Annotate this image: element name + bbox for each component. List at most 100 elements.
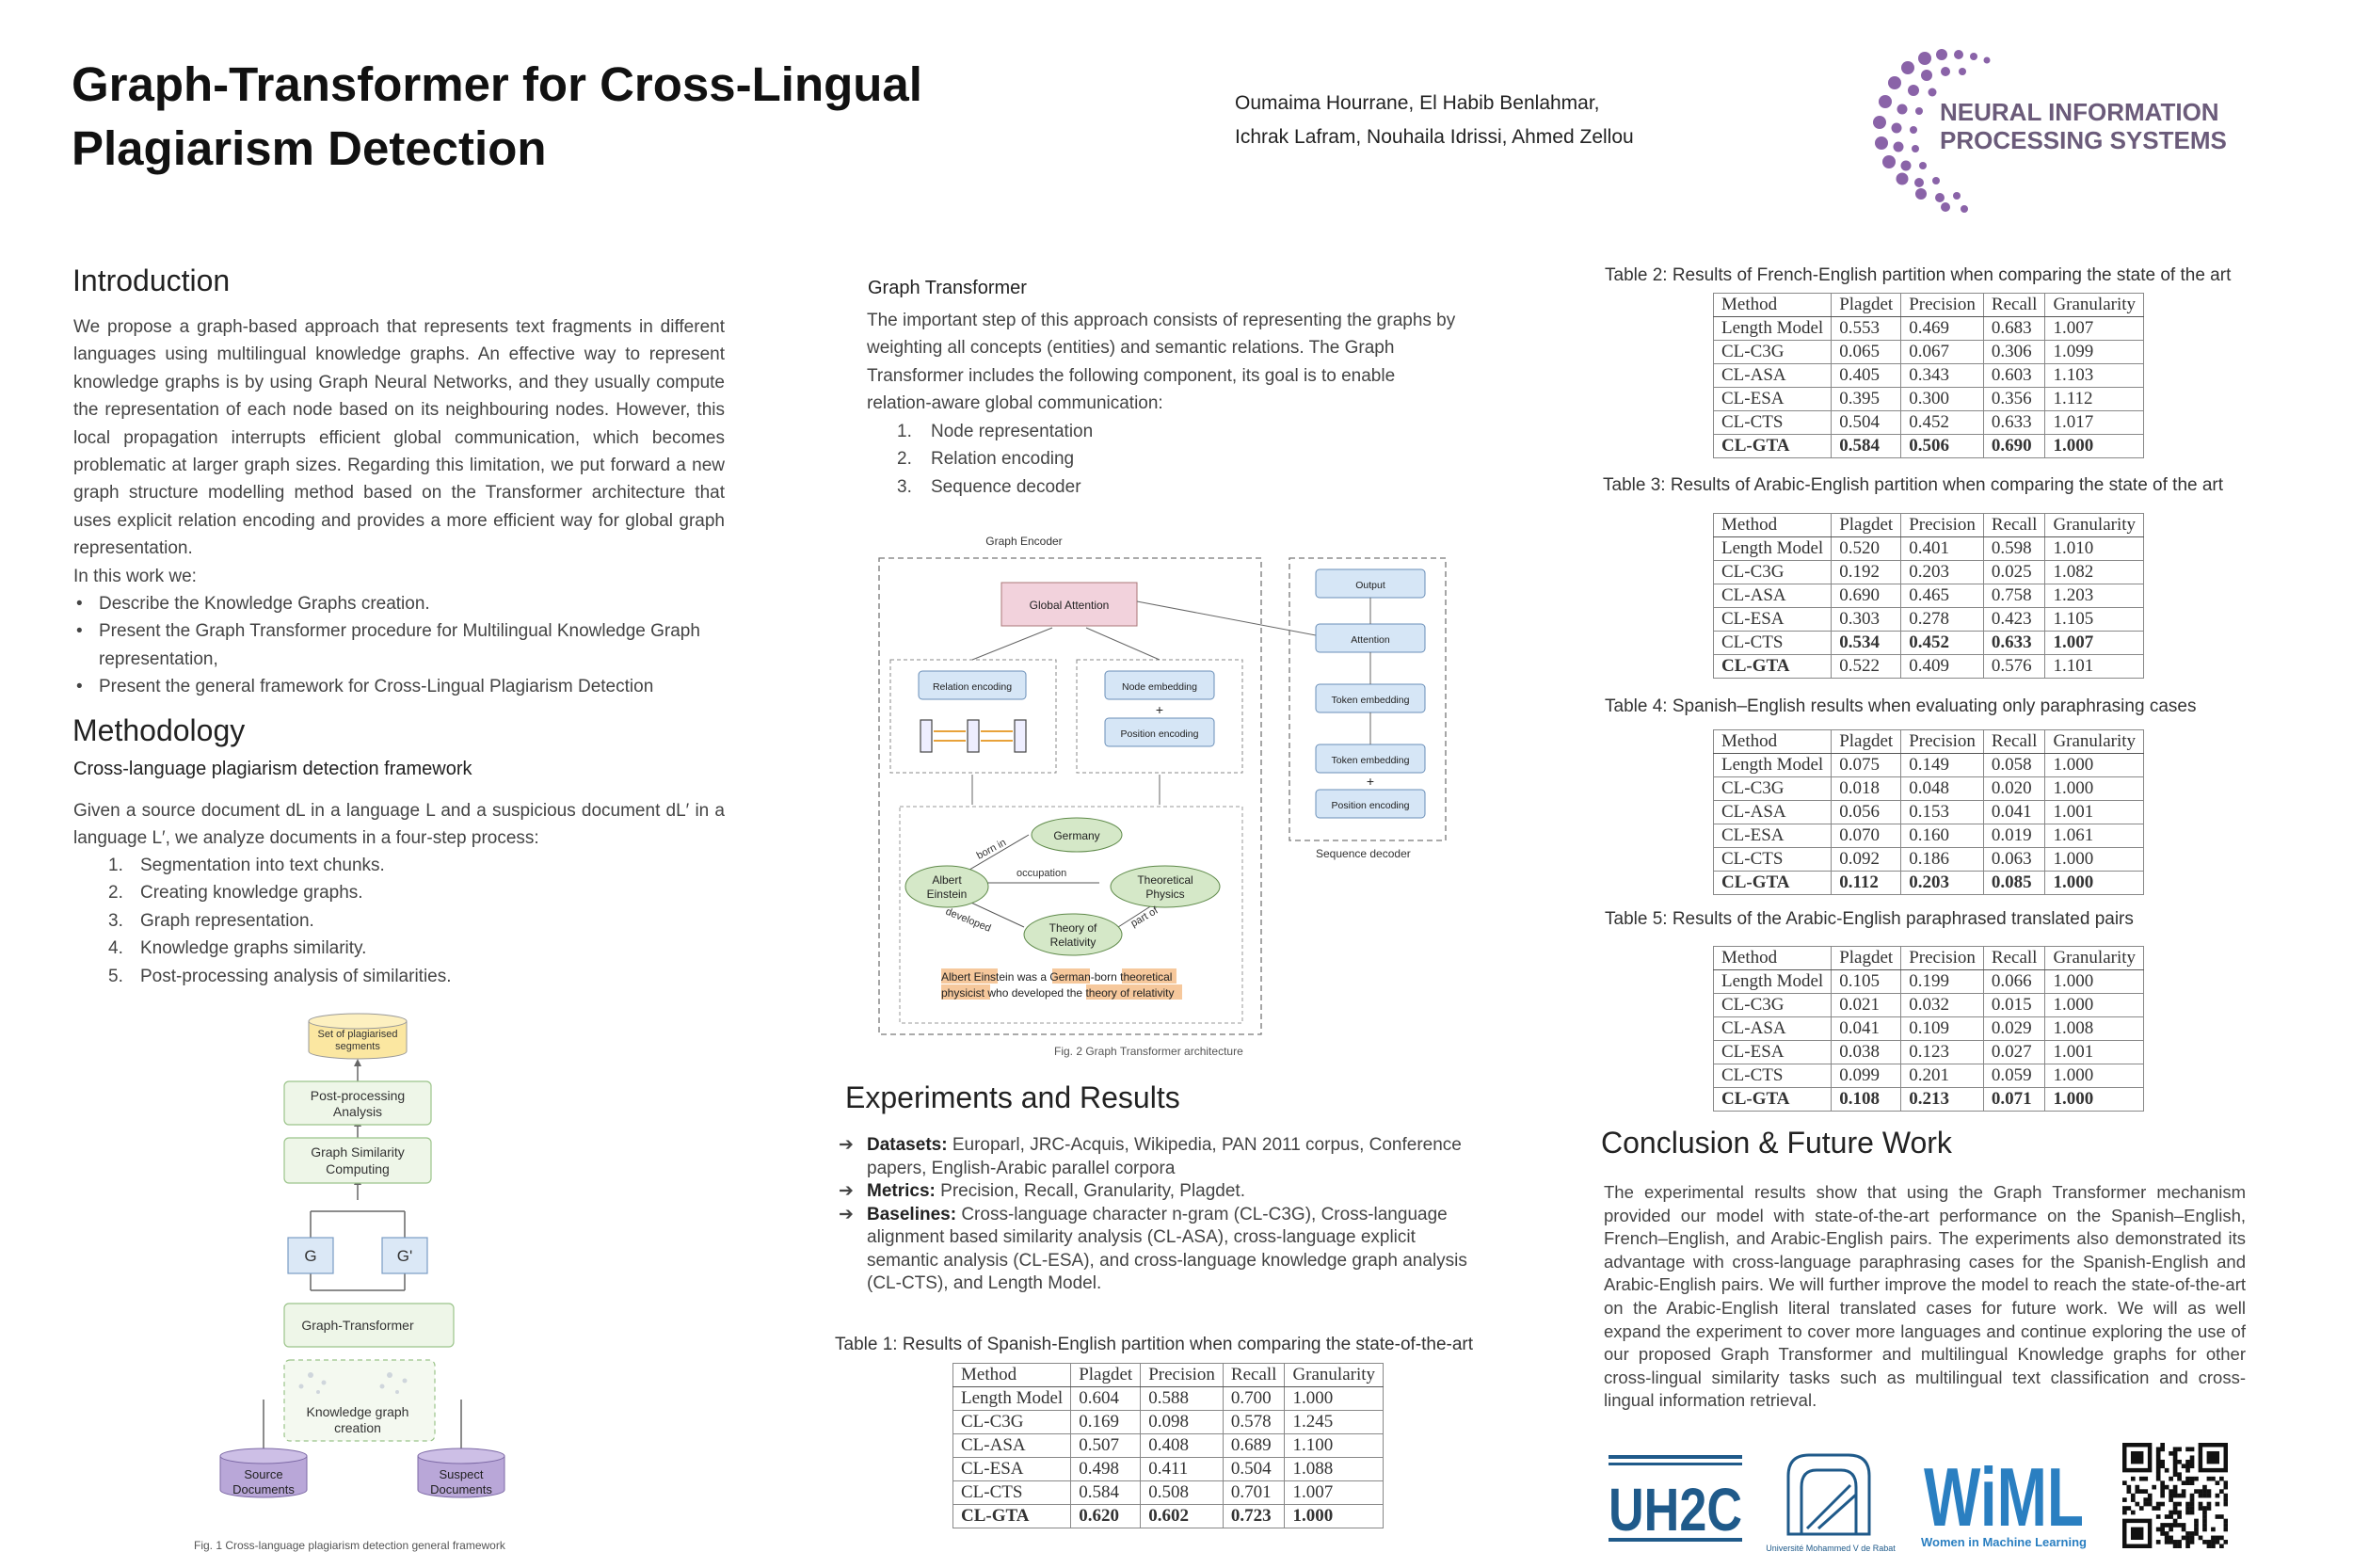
table-cell: 0.105 bbox=[1831, 969, 1902, 994]
table-cell: 0.508 bbox=[1140, 1480, 1224, 1505]
table-cell: Length Model bbox=[1712, 536, 1833, 561]
table-cell: CL-C3G bbox=[1712, 340, 1833, 364]
column-header: Recall bbox=[1982, 293, 2046, 317]
arrow-right-icon: ➔ bbox=[839, 1204, 854, 1224]
table-cell: 0.584 bbox=[1831, 434, 1902, 458]
table-cell: 0.522 bbox=[1831, 654, 1902, 679]
intro-bullet: •Describe the Knowledge Graphs creation. bbox=[73, 590, 725, 617]
table-cell: 0.588 bbox=[1140, 1386, 1224, 1411]
table-cell: 0.604 bbox=[1070, 1386, 1142, 1411]
svg-text:Global Attention: Global Attention bbox=[1030, 599, 1110, 612]
table-cell: 0.203 bbox=[1900, 560, 1984, 584]
table-cell: 1.000 bbox=[1284, 1504, 1385, 1528]
kg-network-icon bbox=[298, 1372, 408, 1394]
svg-text:Attention: Attention bbox=[1351, 634, 1390, 646]
svg-text:Documents: Documents bbox=[232, 1482, 295, 1496]
graph-transformer-diagram: Graph Encoder Global Attention Relation … bbox=[878, 535, 1447, 1035]
methodology-subheading: Cross-language plagiarism detection fram… bbox=[73, 759, 472, 779]
experiments-item-metrics: ➔Metrics: Precision, Recall, Granularity… bbox=[839, 1180, 1479, 1204]
table-cell: CL-ESA bbox=[1712, 824, 1833, 848]
table-3-caption: Table 3: Results of Arabic-English parti… bbox=[1603, 475, 2224, 495]
table-cell: 0.278 bbox=[1900, 607, 1984, 632]
table-4-caption: Table 4: Spanish–English results when ev… bbox=[1605, 696, 2197, 716]
wiml-text: WiML bbox=[1924, 1452, 2084, 1544]
svg-text:Physics: Physics bbox=[1145, 888, 1184, 901]
column-header: Granularity bbox=[2044, 946, 2145, 970]
graph-transformer-heading: Graph Transformer bbox=[868, 278, 1027, 298]
table-cell: CL-CTS bbox=[1712, 847, 1833, 872]
table-cell: CL-C3G bbox=[1712, 560, 1833, 584]
svg-text:Graph-Transformer: Graph-Transformer bbox=[301, 1318, 414, 1333]
table-5-caption: Table 5: Results of the Arabic-English p… bbox=[1605, 909, 2134, 929]
svg-text:Documents: Documents bbox=[430, 1482, 492, 1496]
graph-similarity-box bbox=[283, 1137, 432, 1184]
table-cell: 0.092 bbox=[1831, 847, 1902, 872]
table-cell: 0.300 bbox=[1900, 387, 1984, 411]
table-cell: 0.578 bbox=[1222, 1410, 1286, 1434]
table-cell: 0.186 bbox=[1900, 847, 1984, 872]
column-header: Plagdet bbox=[1831, 293, 1902, 317]
table-cell: 0.498 bbox=[1070, 1457, 1142, 1481]
um5-logo: Université Mohammed V de Rabat bbox=[1751, 1448, 1911, 1557]
table-cell: 1.099 bbox=[2044, 340, 2145, 364]
poster-title: Graph-Transformer for Cross-Lingual Plag… bbox=[72, 53, 1060, 181]
table-cell: CL-ASA bbox=[1712, 363, 1833, 388]
table-cell: 1.000 bbox=[2044, 969, 2145, 994]
table-cell: 0.021 bbox=[1831, 993, 1902, 1017]
set-label-1: Set of plagiarised bbox=[318, 1029, 398, 1040]
table-cell: CL-GTA bbox=[1712, 1087, 1833, 1112]
authors-line-1: Oumaima Hourrane, El Habib Benlahmar, bbox=[1235, 92, 1600, 114]
table-cell: Length Model bbox=[1712, 753, 1833, 777]
svg-text:Suspect: Suspect bbox=[440, 1467, 484, 1481]
intro-lead: In this work we: bbox=[73, 567, 197, 586]
table-cell: 0.203 bbox=[1900, 871, 1984, 895]
methodology-step: 1.Segmentation into text chunks. bbox=[108, 856, 385, 875]
wiml-subtitle: Women in Machine Learning bbox=[1921, 1535, 2087, 1549]
svg-text:Knowledge graph: Knowledge graph bbox=[307, 1404, 409, 1419]
plus-icon: + bbox=[1367, 774, 1374, 789]
title-line-2: Plagiarism Detection bbox=[72, 121, 547, 175]
table-cell: 0.075 bbox=[1831, 753, 1902, 777]
table-cell: 1.000 bbox=[2044, 753, 2145, 777]
svg-text:Computing: Computing bbox=[326, 1161, 390, 1176]
methodology-step: 5.Post-processing analysis of similariti… bbox=[108, 966, 452, 986]
methodology-body: Given a source document dL in a language… bbox=[73, 801, 725, 849]
table-cell: 0.576 bbox=[1982, 654, 2046, 679]
table-cell: 1.100 bbox=[1284, 1433, 1385, 1458]
table-cell: 0.070 bbox=[1831, 824, 1902, 848]
graph-transformer-items: 1.Node representation 2.Relation encodin… bbox=[897, 418, 1368, 501]
relation-encoding-box bbox=[918, 670, 1027, 700]
graph-g-prime-box bbox=[381, 1237, 428, 1274]
table-cell: CL-GTA bbox=[1712, 871, 1833, 895]
table-cell: 1.000 bbox=[2044, 847, 2145, 872]
svg-text:Position encoding: Position encoding bbox=[1332, 800, 1410, 811]
table-cell: 0.098 bbox=[1140, 1410, 1224, 1434]
column-header: Granularity bbox=[2044, 729, 2145, 754]
column-header: Plagdet bbox=[1070, 1363, 1142, 1387]
table-cell: 0.169 bbox=[1070, 1410, 1142, 1434]
post-processing-box bbox=[283, 1080, 432, 1126]
column-header: Precision bbox=[1900, 293, 1984, 317]
table-cell: 0.071 bbox=[1982, 1087, 2046, 1112]
table-cell: 0.160 bbox=[1900, 824, 1984, 848]
column-header: Granularity bbox=[1284, 1363, 1385, 1387]
table-cell: CL-GTA bbox=[952, 1504, 1072, 1528]
table-cell: 1.000 bbox=[2044, 1064, 2145, 1088]
edge-part-of: part of bbox=[1129, 904, 1161, 929]
node-embedding-box bbox=[1104, 670, 1215, 700]
